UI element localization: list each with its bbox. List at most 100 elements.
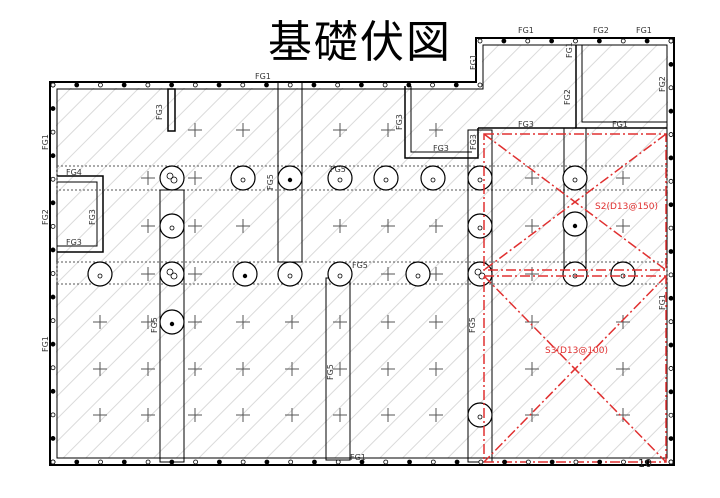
- anchor-bolt: [288, 459, 294, 465]
- anchor-bolt: [193, 459, 199, 465]
- slab-label-s3: S3(D13@100): [545, 346, 608, 356]
- beam-label: FG5: [150, 317, 159, 333]
- anchor-bolt: [668, 342, 674, 348]
- perimeter-anchor-bolts: [50, 38, 674, 465]
- beam-label: FG5: [326, 364, 335, 380]
- anchor-bolt: [668, 61, 674, 67]
- anchor-bolt: [430, 82, 435, 88]
- beam-label: FG1: [41, 134, 50, 150]
- anchor-bolt: [477, 82, 483, 88]
- pile-center-dot: [572, 223, 578, 229]
- anchor-bolt: [621, 459, 626, 465]
- anchor-bolt: [264, 459, 270, 465]
- anchor-bolt: [597, 459, 603, 465]
- anchor-bolt: [407, 459, 412, 465]
- anchor-bolt: [668, 85, 674, 91]
- pile-center-mark: [477, 177, 483, 183]
- anchor-bolt: [50, 459, 56, 465]
- anchor-bolt: [430, 459, 436, 465]
- anchor-bolt: [335, 459, 341, 465]
- outer-wall: [49, 37, 675, 466]
- anchor-bolt: [502, 459, 508, 465]
- anchor-bolt: [644, 38, 650, 44]
- pile-center-mark: [415, 273, 421, 279]
- beam-label: FG3: [66, 238, 82, 247]
- slab-label-s2: S2(D13@150): [595, 202, 658, 212]
- hatched-area: [56, 45, 668, 458]
- anchor-bolt: [50, 129, 56, 135]
- anchor-bolt: [453, 82, 459, 88]
- pile-center-mark: [166, 172, 174, 180]
- outer-wall-inner: [56, 44, 668, 459]
- pile-center-mark: [97, 273, 103, 279]
- anchor-bolt: [668, 389, 674, 395]
- anchor-bolt: [668, 108, 674, 114]
- anchor-bolt: [240, 82, 246, 88]
- beam-label: FG2: [563, 89, 572, 105]
- pile-center-mark: [169, 225, 175, 231]
- anchor-bolt: [549, 459, 555, 465]
- pile-center-mark: [430, 177, 436, 183]
- anchor-bolt: [311, 82, 317, 88]
- beam-label: FG5: [352, 261, 368, 270]
- anchor-bolt: [644, 459, 650, 465]
- anchor-bolt: [216, 82, 222, 88]
- anchor-bolt: [145, 459, 151, 465]
- beam-label: FG1: [41, 336, 50, 352]
- anchor-bolt: [359, 459, 365, 465]
- anchor-bolt: [145, 82, 151, 88]
- beam-label: FG1: [658, 294, 667, 310]
- beam-labels: FG1 FG1 FG2 FG1 FG3 FG1 FG3 FG4 FG3 FG5 …: [41, 26, 667, 462]
- beam-label: FG2: [41, 209, 50, 225]
- fg3-recess-wall: [404, 86, 479, 159]
- anchor-bolt: [478, 459, 484, 465]
- anchor-bolt: [596, 38, 602, 44]
- anchor-bolt: [549, 38, 555, 44]
- anchor-bolt: [50, 412, 56, 418]
- anchor-bolt: [620, 38, 626, 44]
- anchor-bolt: [98, 82, 103, 88]
- beam-label: FG3: [88, 209, 97, 225]
- anchor-bolt: [525, 38, 531, 44]
- anchor-bolt: [50, 388, 56, 394]
- beam-label: FG1: [255, 72, 271, 81]
- pile-center-dot: [169, 321, 175, 327]
- pile-center-mark: [477, 225, 483, 231]
- anchor-bolt: [573, 38, 578, 44]
- anchor-bolt: [121, 82, 127, 88]
- anchor-bolt: [98, 459, 103, 465]
- anchor-bolt: [50, 82, 56, 88]
- anchor-bolt: [50, 271, 56, 276]
- beam-label: FG5: [468, 317, 477, 333]
- anchor-bolt: [668, 436, 674, 442]
- anchor-bolt: [668, 319, 674, 325]
- beam-label: FG1: [612, 120, 628, 129]
- anchor-bolt: [50, 318, 56, 324]
- anchor-bolt: [287, 82, 293, 88]
- anchor-bolt: [121, 459, 127, 465]
- pile-center-mark: [572, 177, 578, 183]
- anchor-bolt: [50, 436, 56, 441]
- anchor-bolt: [668, 202, 674, 208]
- beam-label: FG3: [518, 120, 534, 129]
- anchor-bolt: [312, 459, 317, 465]
- anchor-bolt: [50, 365, 56, 371]
- fg4-wall: [57, 175, 104, 253]
- beam-bands-horizontal: [56, 165, 668, 285]
- anchor-bolt: [192, 82, 198, 88]
- anchor-bolt: [501, 38, 507, 44]
- pile-center-mark: [474, 268, 482, 276]
- anchor-bolt: [668, 249, 674, 254]
- anchor-bolt: [668, 295, 674, 301]
- beam-label: FG1: [636, 26, 652, 35]
- anchor-bolt: [668, 38, 674, 44]
- anchor-bolt: [525, 459, 531, 465]
- anchor-bolt: [358, 82, 364, 88]
- beam-label: FG1: [469, 54, 478, 70]
- pile-center-mark: [240, 177, 246, 183]
- pile-center-mark: [477, 414, 483, 420]
- anchor-bolt: [50, 153, 56, 159]
- anchor-bolt: [50, 223, 56, 229]
- anchor-bolt: [668, 412, 674, 418]
